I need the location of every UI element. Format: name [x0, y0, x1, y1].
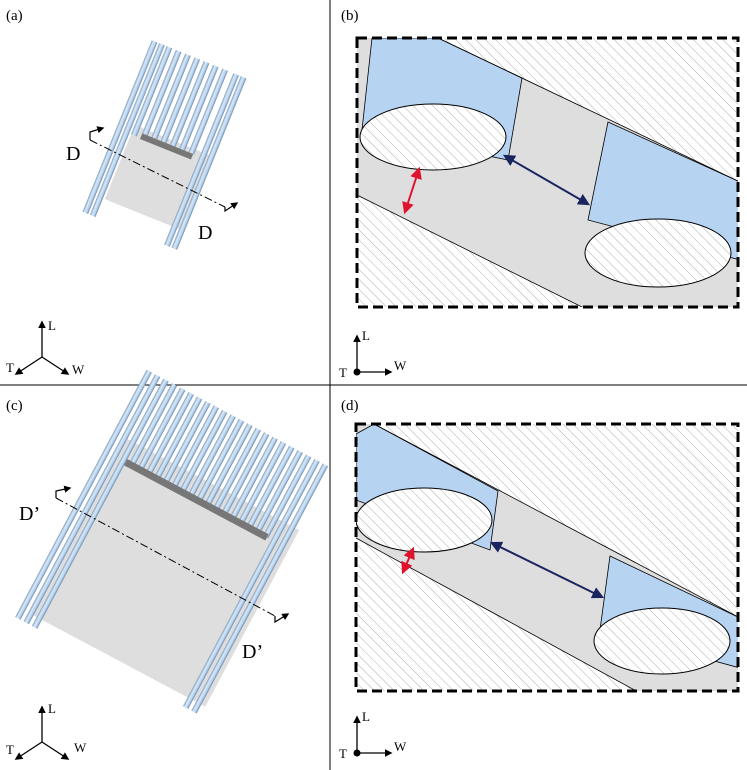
panel-d: (d) L W T	[339, 398, 740, 761]
channel-edge-top-d	[373, 424, 738, 618]
tube-a-4	[142, 49, 182, 136]
axis-label-w-d: W	[394, 739, 407, 754]
axis-label-t-d: T	[339, 746, 347, 761]
tube-c-22	[191, 463, 329, 714]
axes-2d-b: L W T	[339, 328, 407, 380]
section-label-c-2: D’	[242, 641, 263, 663]
tube-a-3	[131, 46, 173, 137]
tube-c-19	[254, 450, 303, 535]
panel-d-label: (d)	[341, 398, 359, 414]
tube-bank-a	[82, 40, 247, 250]
gray-bar-c	[124, 459, 269, 541]
gray-bar-a	[139, 133, 194, 160]
axis-t-a	[14, 356, 43, 375]
panel-c-label: (c)	[6, 398, 23, 414]
tube-d-2-section	[593, 607, 731, 675]
axes-3d-c: L W T	[6, 701, 87, 760]
navy-arrow-b	[502, 154, 591, 206]
axis-label-w-c: W	[74, 740, 87, 755]
tubes-a	[82, 40, 247, 250]
tube-c-4	[128, 383, 178, 468]
red-arrow-d	[401, 546, 415, 575]
section-label-c-1: D’	[19, 503, 40, 525]
tube-c-6	[145, 392, 194, 477]
panel-a-label: (a)	[6, 8, 23, 24]
tube-c-3	[31, 378, 169, 629]
section-line-a	[89, 139, 226, 208]
tube-a-11	[171, 76, 247, 250]
tube-c-21	[182, 458, 320, 709]
channel-edge-top-b	[437, 38, 738, 182]
tube-a-10	[164, 73, 239, 247]
panel-a: (a) D D	[6, 8, 247, 377]
tube-a-9	[188, 68, 228, 155]
axes-2d-d: L W T	[339, 709, 407, 761]
section-label-a-1: D	[66, 143, 80, 165]
tube-c-14	[212, 427, 261, 512]
tube-a-2	[89, 43, 165, 217]
axis-label-w-b: W	[394, 358, 407, 373]
section-arrow-c-2	[274, 613, 290, 624]
panel-b: (b) L W T	[339, 8, 740, 380]
tube-a-6	[160, 57, 201, 144]
section-view-b	[357, 38, 738, 307]
dashed-frame-d	[354, 422, 740, 693]
axis-label-l-c: L	[48, 701, 56, 716]
tube-c-12	[195, 418, 245, 503]
tube-c-10	[178, 409, 228, 494]
panel-c: (c) D’ D’ L W T	[6, 369, 329, 760]
panel-b-label: (b)	[341, 8, 359, 24]
section-arrow-c-1	[55, 485, 72, 498]
navy-arrow-d	[489, 541, 605, 599]
section-label-a-2: D	[198, 222, 212, 244]
tube-a-5	[151, 53, 191, 140]
tube-c-11	[187, 414, 236, 499]
section-line-c	[55, 497, 276, 617]
tube-bank-c	[15, 369, 329, 714]
tube-b-1-section	[359, 103, 507, 171]
axis-label-l-a: L	[48, 318, 56, 333]
tube-c-1	[15, 369, 152, 620]
axis-w-c	[41, 741, 70, 760]
tube-c-5	[136, 387, 186, 472]
axis-label-t-b: T	[339, 365, 347, 380]
section-arrow-a-1	[89, 126, 105, 140]
tube-c-8	[162, 400, 211, 486]
tube-c-9	[170, 405, 220, 490]
tube-a-7	[170, 61, 210, 147]
channel-edge-bottom-b	[357, 194, 583, 307]
tubes-c	[15, 369, 329, 714]
tube-a-8	[179, 64, 219, 151]
tube-c-2	[23, 374, 161, 625]
section-arrow-a-2	[224, 202, 239, 213]
tube-a-1	[82, 40, 158, 214]
tube-c-15	[220, 432, 270, 517]
tube-c-13	[204, 423, 253, 508]
tube-d-1-section	[356, 487, 493, 553]
axis-label-t-c: T	[6, 742, 14, 757]
dashed-frame-b	[355, 36, 740, 309]
axis-t-c	[14, 741, 43, 760]
tube-b-2-section	[584, 218, 732, 288]
axis-label-w-a: W	[72, 362, 85, 377]
red-arrow-b	[402, 166, 422, 215]
axis-label-l-b: L	[362, 328, 370, 343]
axis-label-t-a: T	[6, 360, 14, 375]
tube-c-18	[246, 445, 295, 530]
tube-c-20	[262, 454, 312, 539]
tube-c-17	[237, 441, 287, 526]
axis-label-l-d: L	[362, 709, 370, 724]
axis-w-a	[41, 356, 70, 375]
tube-c-7	[153, 396, 203, 481]
tube-c-16	[229, 436, 278, 521]
section-view-d	[356, 424, 738, 691]
axes-3d-a: L W T	[6, 318, 85, 377]
